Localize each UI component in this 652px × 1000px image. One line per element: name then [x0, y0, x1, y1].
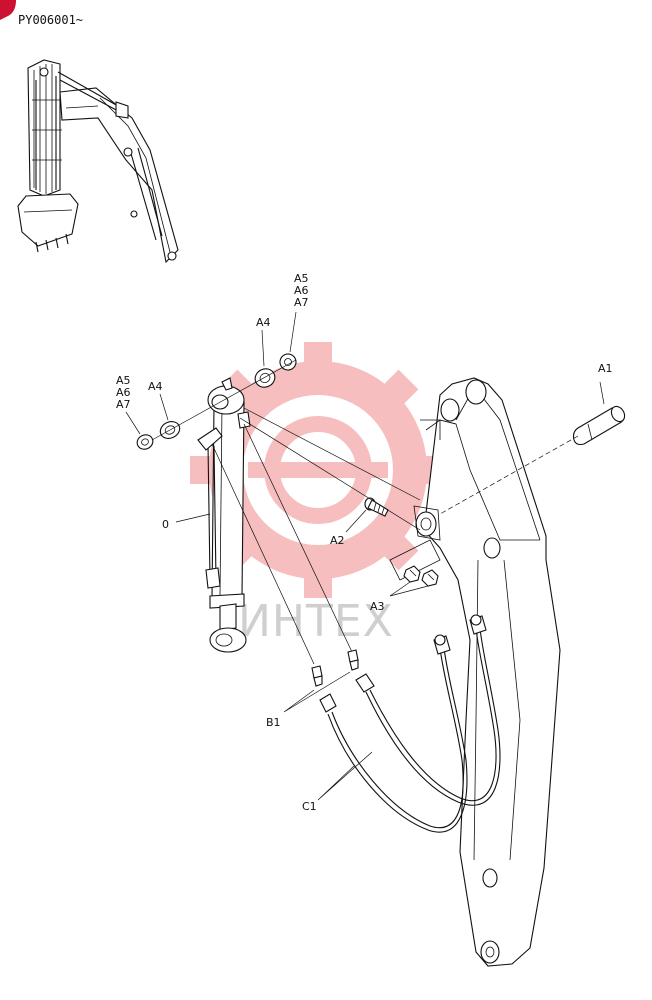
arm-stick-body: [389, 377, 561, 967]
label-a3: A3: [370, 600, 385, 613]
watermark-text: ИНТЕХ: [238, 596, 394, 647]
bolt-a2: [364, 497, 389, 517]
label-washers-right-3: A7: [294, 296, 309, 309]
washers-a5-a7-right: [279, 353, 297, 371]
label-b1: B1: [266, 716, 281, 729]
label-a4-right: A4: [256, 316, 271, 329]
label-c1: C1: [302, 800, 317, 813]
label-a1: A1: [598, 362, 613, 375]
label-washers-right-2: A6: [294, 284, 309, 297]
hose-c1-short: [355, 614, 501, 806]
washers-a5-a7-left: [136, 434, 154, 450]
hose-c1-long: [319, 634, 468, 833]
serial-range: PY006001~: [18, 13, 83, 27]
label-washers-right-1: A5: [294, 272, 309, 285]
hydraulic-cylinder: [197, 377, 251, 653]
label-washers-left-3: A7: [116, 398, 131, 411]
label-washers-left-1: A5: [116, 374, 131, 387]
excavator-overview-illustration: [17, 59, 179, 264]
label-cylinder: 0: [162, 518, 169, 531]
nuts-a3: [403, 565, 439, 587]
label-a2: A2: [330, 534, 345, 547]
grease-fitting-b1-right: [347, 649, 359, 671]
label-washers-left-2: A6: [116, 386, 131, 399]
grease-fitting-b1-left: [311, 665, 323, 687]
pin-a1: [572, 405, 626, 446]
label-a4-left: A4: [148, 380, 163, 393]
corner-marker: [0, 0, 16, 20]
